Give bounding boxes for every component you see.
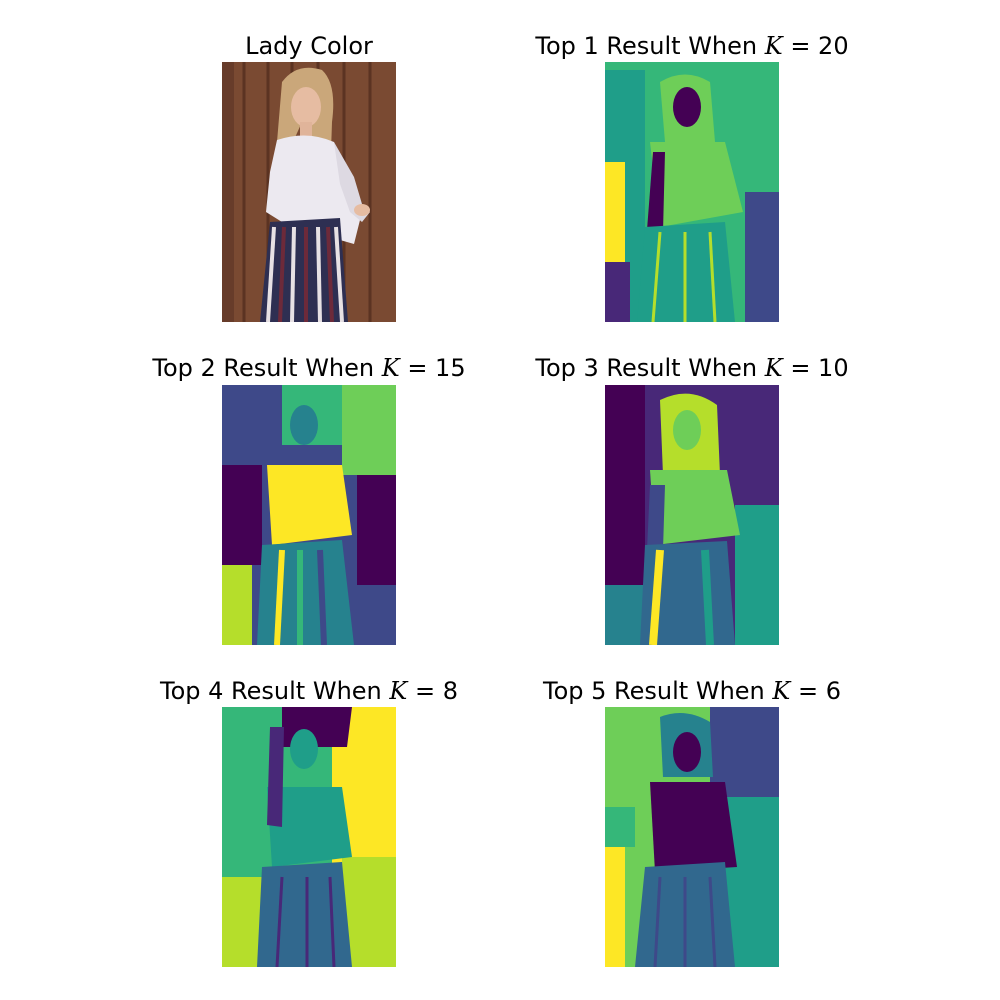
title-k-var: K <box>764 354 783 382</box>
segmentation-k15 <box>222 385 396 645</box>
title-prefix: Top 2 Result When <box>152 354 382 382</box>
title-k-var: K <box>389 677 408 705</box>
segmentation-k8 <box>222 707 396 967</box>
title-k-var: K <box>764 32 783 60</box>
segmentation-k10 <box>605 385 779 645</box>
title-top3: Top 3 Result When K = 10 <box>482 354 902 382</box>
title-lady-color: Lady Color <box>99 32 519 60</box>
title-prefix: Top 5 Result When <box>543 677 773 705</box>
title-top5: Top 5 Result When K = 6 <box>482 677 902 705</box>
title-prefix: Top 1 Result When <box>535 32 765 60</box>
title-text: Lady Color <box>245 32 373 60</box>
title-k-value: = 15 <box>399 354 466 382</box>
title-prefix: Top 3 Result When <box>535 354 765 382</box>
title-k-value: = 8 <box>407 677 458 705</box>
title-k-var: K <box>381 354 400 382</box>
title-k-value: = 20 <box>782 32 849 60</box>
segmentation-k20 <box>605 62 779 322</box>
title-top2: Top 2 Result When K = 15 <box>99 354 519 382</box>
title-k-value: = 10 <box>782 354 849 382</box>
title-k-var: K <box>772 677 791 705</box>
lady-color-photo <box>222 62 396 322</box>
title-k-value: = 6 <box>790 677 841 705</box>
title-top1: Top 1 Result When K = 20 <box>482 32 902 60</box>
segmentation-k6 <box>605 707 779 967</box>
title-top4: Top 4 Result When K = 8 <box>99 677 519 705</box>
title-prefix: Top 4 Result When <box>160 677 390 705</box>
